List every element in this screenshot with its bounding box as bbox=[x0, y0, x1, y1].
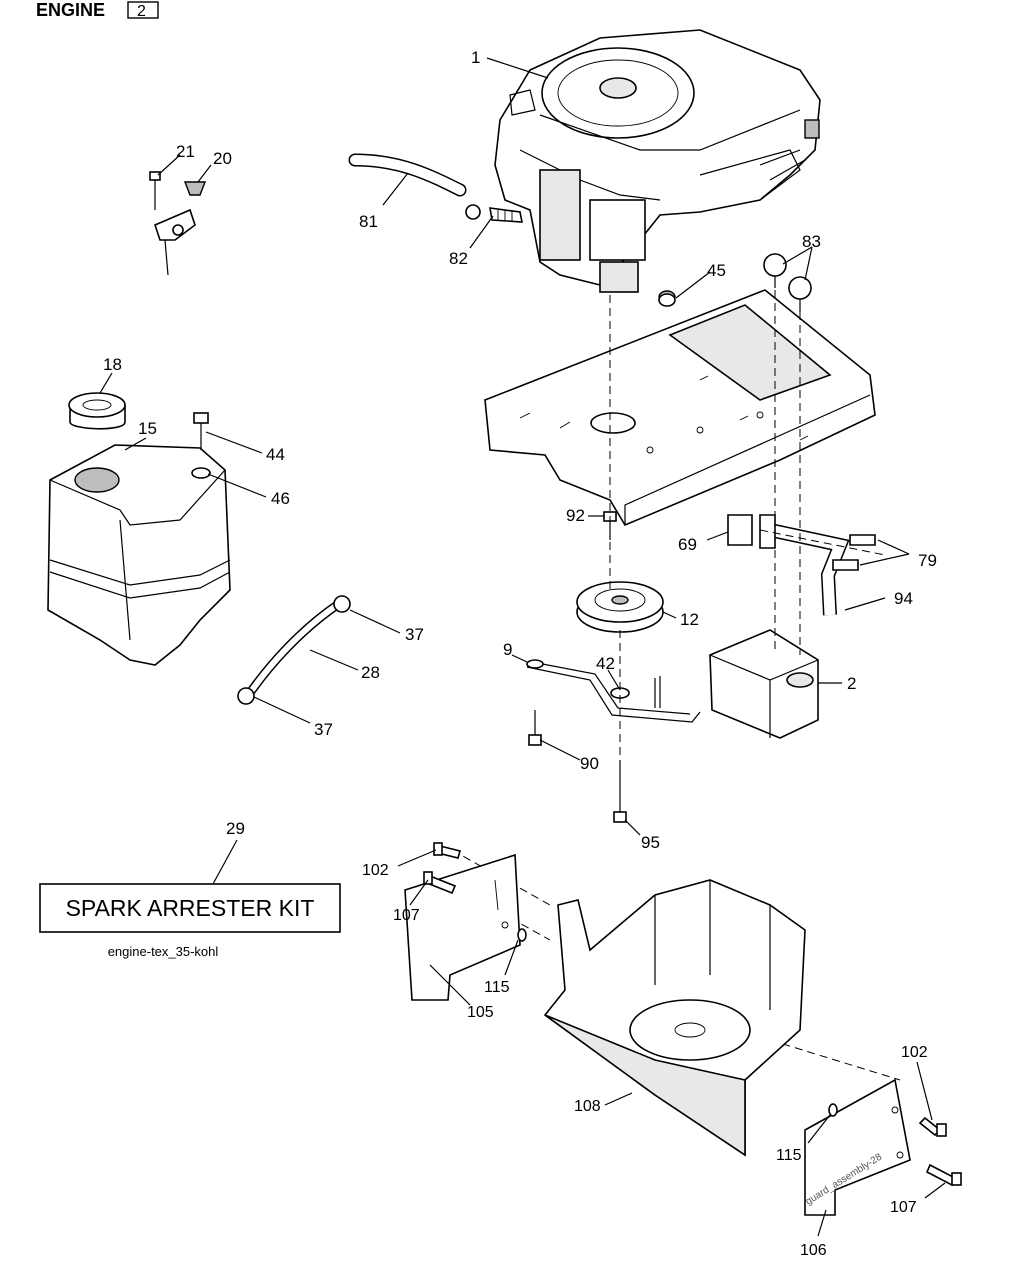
callout-37-upper: 37 bbox=[405, 625, 424, 644]
callout-105: 105 bbox=[467, 1004, 494, 1021]
callout-37-lower: 37 bbox=[314, 720, 333, 739]
header: ENGINE 2 bbox=[36, 0, 159, 20]
bolt-102-lower bbox=[918, 1116, 947, 1137]
callout-1: 1 bbox=[471, 48, 480, 67]
bolts-79 bbox=[832, 534, 876, 571]
callout-82: 82 bbox=[449, 249, 468, 268]
callout-labels: 1 2 9 12 15 18 20 21 28 29 37 37 42 44 4… bbox=[103, 48, 937, 1259]
washer-115-lower bbox=[828, 1103, 838, 1117]
callout-107-upper: 107 bbox=[393, 907, 420, 924]
header-title: ENGINE bbox=[36, 0, 105, 20]
callout-29: 29 bbox=[226, 819, 245, 838]
callout-15: 15 bbox=[138, 419, 157, 438]
callout-9: 9 bbox=[503, 640, 512, 659]
bolt-102-upper bbox=[433, 842, 461, 859]
callout-102-lower: 102 bbox=[901, 1044, 928, 1061]
fuel-hose-28 bbox=[237, 595, 351, 705]
callout-83: 83 bbox=[802, 232, 821, 251]
screw-44 bbox=[193, 412, 209, 450]
leader-lines bbox=[99, 57, 946, 1237]
callout-12: 12 bbox=[680, 610, 699, 629]
drawing-caption: engine-tex_35-kohl bbox=[108, 944, 219, 959]
guard-108 bbox=[543, 879, 806, 1157]
callout-18: 18 bbox=[103, 355, 122, 374]
engine-mount-plate bbox=[484, 289, 876, 527]
bolt-90 bbox=[528, 710, 542, 746]
callout-46: 46 bbox=[271, 489, 290, 508]
callout-45: 45 bbox=[707, 261, 726, 280]
engine-part bbox=[494, 29, 821, 293]
callout-20: 20 bbox=[213, 149, 232, 168]
nut-45 bbox=[658, 290, 676, 307]
header-badge-box bbox=[127, 1, 159, 19]
callout-106: 106 bbox=[800, 1242, 827, 1259]
bracket-9 bbox=[526, 659, 701, 723]
callout-95: 95 bbox=[641, 833, 660, 852]
callout-44: 44 bbox=[266, 445, 285, 464]
guard-plate-106: guard_assembly-28 bbox=[804, 1078, 911, 1216]
callout-90: 90 bbox=[580, 754, 599, 773]
callout-28: 28 bbox=[361, 663, 380, 682]
bolts-83 bbox=[763, 253, 812, 312]
callout-81: 81 bbox=[359, 212, 378, 231]
fuel-fitting-82 bbox=[465, 204, 523, 223]
kit-label: SPARK ARRESTER KIT bbox=[66, 895, 315, 921]
callout-107-lower: 107 bbox=[890, 1199, 917, 1216]
gasket-69 bbox=[727, 514, 753, 546]
callout-115-lower: 115 bbox=[776, 1147, 802, 1164]
callout-69: 69 bbox=[678, 535, 697, 554]
kit-box bbox=[39, 883, 341, 933]
bolt-107-lower bbox=[925, 1163, 962, 1187]
callout-108: 108 bbox=[574, 1098, 601, 1115]
callout-94: 94 bbox=[894, 589, 913, 608]
fuel-hose-81 bbox=[348, 153, 467, 197]
callout-2: 2 bbox=[847, 674, 856, 693]
muffler-2 bbox=[709, 629, 819, 739]
washer-115-upper bbox=[517, 928, 527, 942]
bolt-95 bbox=[613, 760, 627, 823]
guard-plate-105 bbox=[404, 853, 521, 1001]
callout-79: 79 bbox=[918, 551, 937, 570]
callout-115-upper: 115 bbox=[484, 979, 510, 996]
header-badge: 2 bbox=[137, 3, 146, 20]
callout-21: 21 bbox=[176, 142, 195, 161]
screw-21 bbox=[149, 171, 161, 210]
washer-46 bbox=[191, 467, 211, 479]
callout-102-upper: 102 bbox=[362, 862, 389, 879]
cable-clamp-20 bbox=[154, 181, 207, 276]
pulley-12 bbox=[576, 581, 664, 633]
callout-92: 92 bbox=[566, 506, 585, 525]
fuel-tank-15 bbox=[47, 444, 231, 666]
fuel-cap-18 bbox=[68, 392, 126, 430]
callout-42: 42 bbox=[596, 654, 615, 673]
spark-arrester-kit: SPARK ARRESTER KIT bbox=[39, 883, 341, 933]
